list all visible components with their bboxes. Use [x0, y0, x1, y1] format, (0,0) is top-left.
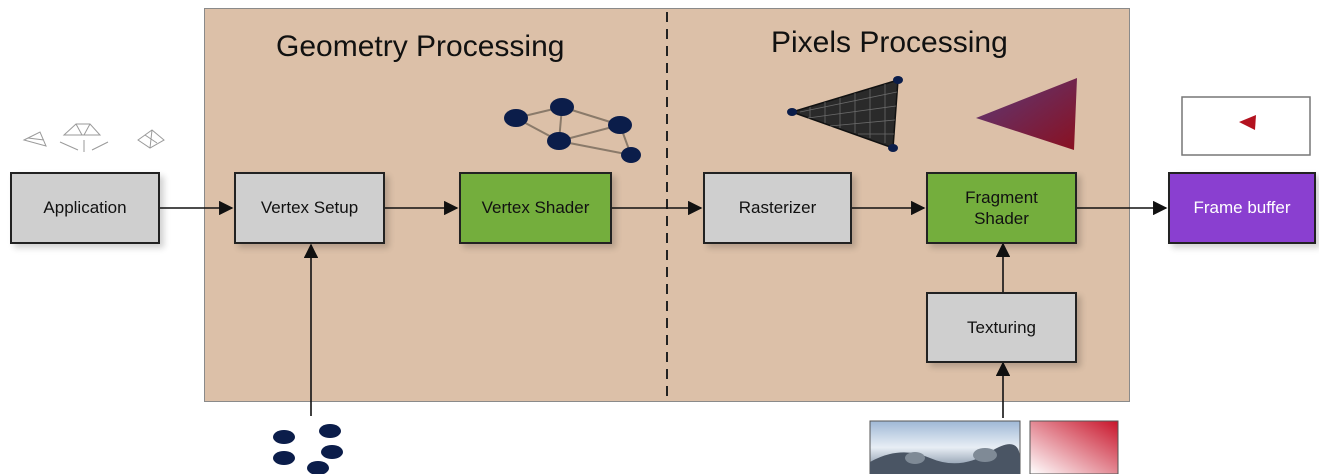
fragment-shader-label-line1: Fragment	[965, 187, 1038, 207]
model-thumbnails-icon	[22, 123, 165, 152]
shaded-triangle-icon	[976, 78, 1077, 150]
geometry-processing-title: Geometry Processing	[276, 30, 565, 63]
application-label: Application	[43, 198, 127, 218]
texturing-box: Texturing	[926, 292, 1077, 363]
vertex-setup-box: Vertex Setup	[234, 172, 385, 244]
vertex-setup-label: Vertex Setup	[260, 198, 359, 218]
frame-output-icon	[1181, 96, 1311, 156]
frame-buffer-box: Frame buffer	[1168, 172, 1316, 244]
rasterizer-label: Rasterizer	[738, 198, 817, 218]
vertex-dots-icon	[273, 424, 343, 474]
fragment-shader-box: Fragment Shader	[926, 172, 1077, 244]
vertex-shader-label: Vertex Shader	[481, 198, 590, 218]
pixels-processing-title: Pixels Processing	[771, 26, 1008, 59]
wireframe-triangle-icon	[787, 76, 903, 152]
rasterizer-box: Rasterizer	[703, 172, 852, 244]
fragment-shader-label-line2: Shader	[974, 209, 1029, 228]
texturing-label: Texturing	[967, 317, 1036, 337]
landscape-texture-icon	[869, 420, 1021, 474]
vertex-shader-box: Vertex Shader	[459, 172, 612, 244]
gradient-texture-icon	[1029, 420, 1119, 474]
application-box: Application	[10, 172, 160, 244]
frame-buffer-label: Frame buffer	[1193, 198, 1291, 218]
vertex-graph-icon	[504, 98, 641, 163]
